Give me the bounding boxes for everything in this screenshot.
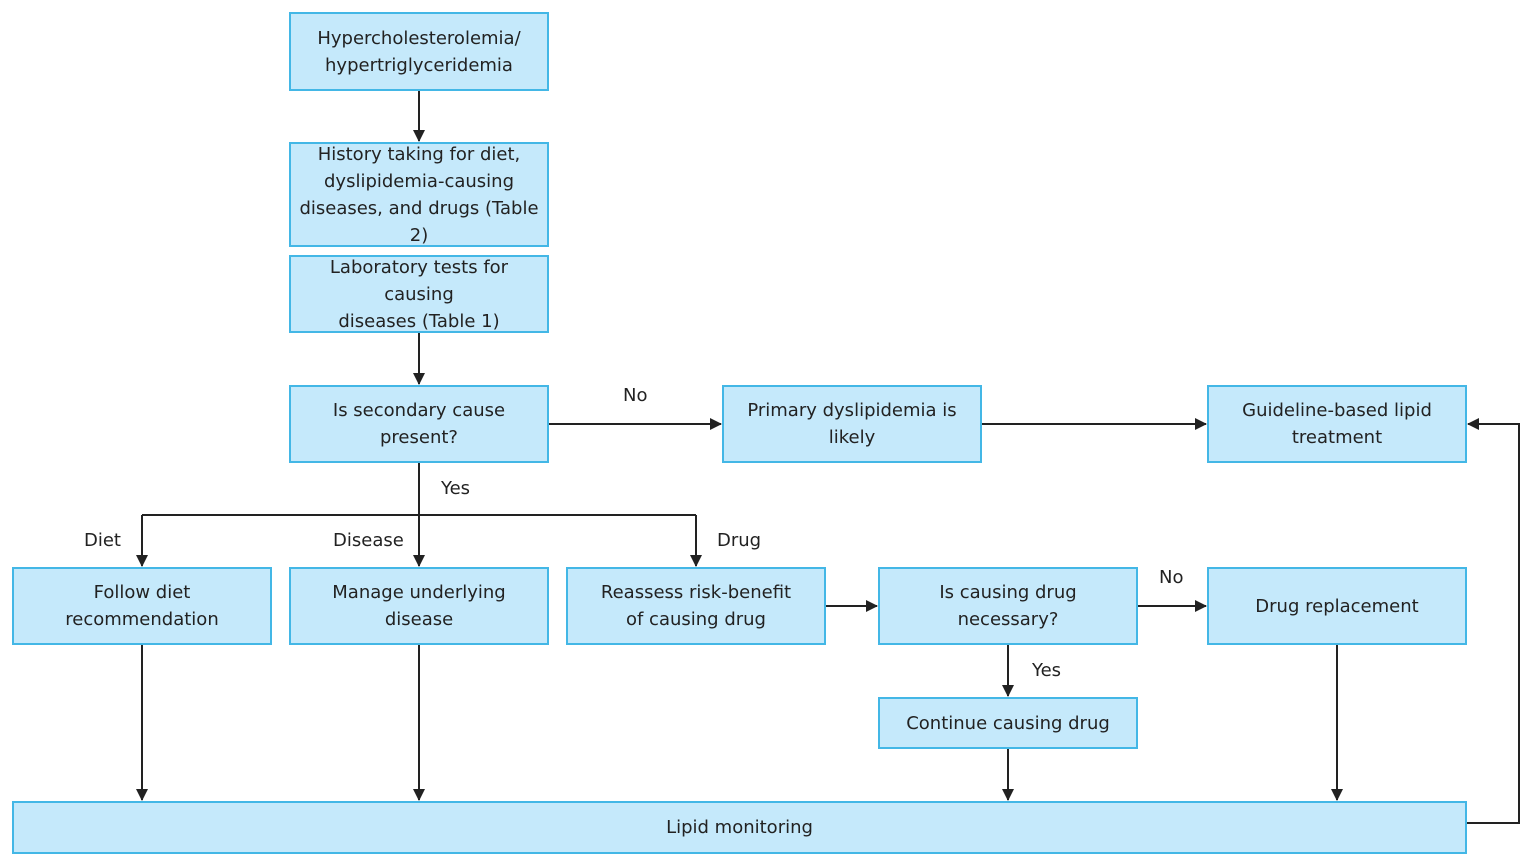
node-hyperlipidemia: Hypercholesterolemia/hypertriglyceridemi… (289, 12, 549, 91)
edge-label-yes-continue: Yes (1032, 660, 1062, 681)
node-continue-drug: Continue causing drug (878, 697, 1138, 749)
node-lipid-monitoring: Lipid monitoring (12, 801, 1467, 854)
node-history-taking: History taking for diet,dyslipidemia-cau… (289, 142, 549, 247)
edge-label-disease: Disease (333, 530, 404, 551)
node-drug-replacement: Drug replacement (1207, 567, 1467, 645)
arrow-monitoring-to-guideline (1466, 418, 1520, 824)
edge-label-yes-secondary: Yes (441, 478, 471, 499)
edge-label-no-primary: No (623, 385, 648, 406)
edge-label-drug: Drug (717, 530, 762, 551)
edge-label-no-replacement: No (1159, 567, 1184, 588)
edge-label-diet: Diet (84, 530, 121, 551)
